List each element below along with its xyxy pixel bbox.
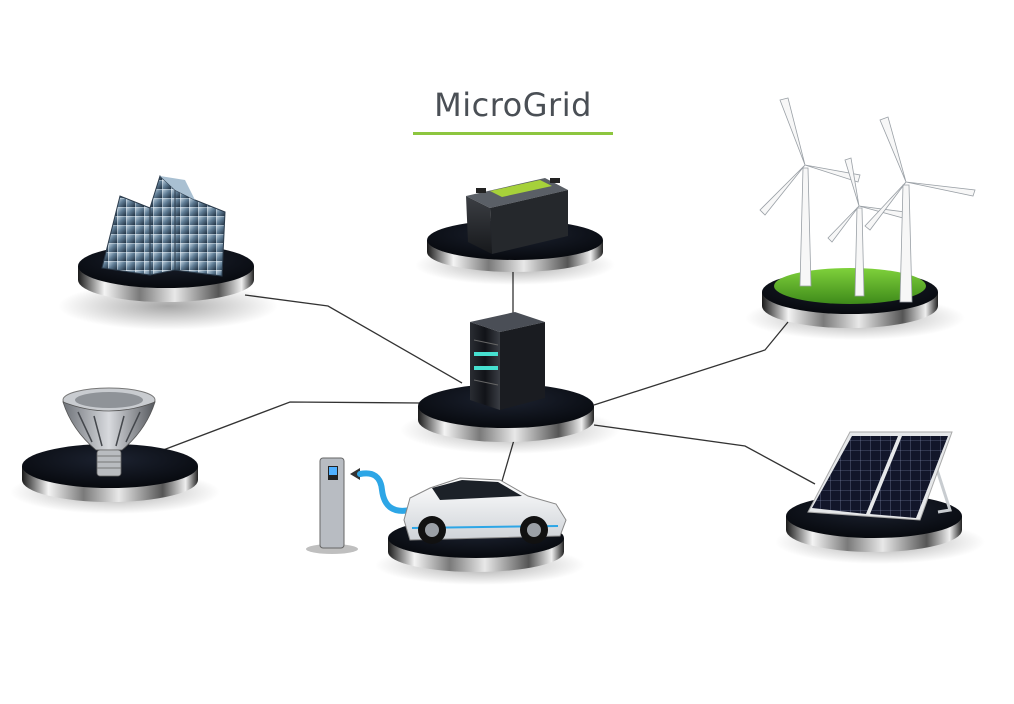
electric-car-icon (403, 477, 567, 544)
led-bulb-icon (62, 387, 156, 477)
link-building-hub (244, 294, 463, 384)
page-title: MicroGrid (434, 86, 592, 124)
battery-icon (466, 178, 568, 254)
wind-turbine-icon (759, 97, 976, 303)
bulb-node (10, 387, 220, 514)
server-tower-icon (470, 312, 545, 410)
link-bulb-hub (149, 401, 421, 456)
status-light (474, 366, 498, 370)
link-solar-hub (593, 424, 816, 485)
wind-node (745, 97, 976, 340)
building-node (58, 175, 278, 330)
hub-node (400, 312, 620, 454)
solar-panel-icon (807, 431, 953, 521)
solar-node (775, 431, 985, 564)
charging-cable (357, 470, 413, 514)
battery-node (415, 178, 615, 285)
grass-patch (774, 268, 926, 304)
link-wind-hub (593, 321, 789, 406)
office-building-icon (101, 175, 226, 277)
status-light (474, 352, 498, 356)
ev-node (306, 457, 585, 585)
title-underline (413, 132, 613, 135)
ev-charger-icon (306, 457, 360, 554)
